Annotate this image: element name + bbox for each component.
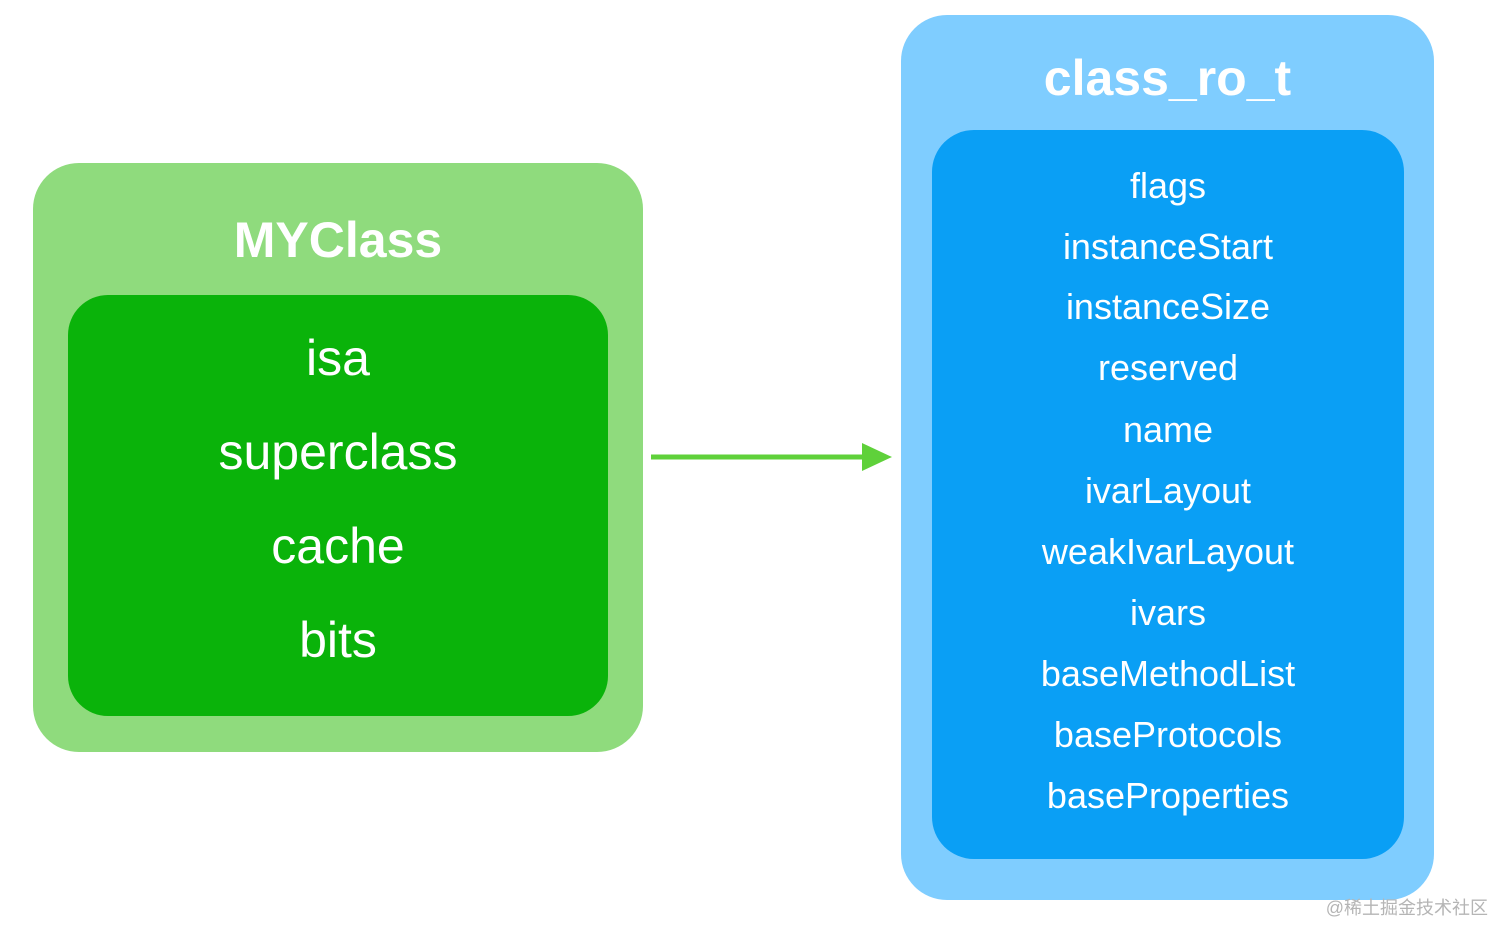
ro-field-base-protocols: baseProtocols — [1053, 714, 1283, 755]
ro-field-base-properties: baseProperties — [1046, 775, 1290, 816]
ro-field-ivar-layout: ivarLayout — [1084, 470, 1252, 511]
arrow-head — [862, 443, 892, 471]
class-ro-t-box: class_ro_t flags instanceStart instanceS… — [901, 15, 1434, 900]
myclass-field-superclass: superclass — [218, 424, 458, 480]
ro-field-ivars: ivars — [1129, 592, 1206, 633]
ro-field-instance-size: instanceSize — [1065, 286, 1271, 327]
ro-field-name: name — [1122, 409, 1214, 450]
myclass-title: MYClass — [233, 212, 443, 268]
ro-field-weak-ivar-layout: weakIvarLayout — [1041, 531, 1295, 572]
ro-field-base-method-list: baseMethodList — [1040, 653, 1296, 694]
ro-field-reserved: reserved — [1097, 347, 1239, 388]
myclass-field-cache: cache — [271, 518, 405, 574]
ro-field-flags: flags — [1129, 165, 1207, 206]
myclass-field-bits: bits — [299, 612, 377, 668]
myclass-field-isa: isa — [306, 330, 370, 386]
watermark-text: @稀土掘金技术社区 — [1325, 898, 1488, 918]
class-ro-t-fields-panel: flags instanceStart instanceSize reserve… — [932, 130, 1404, 859]
myclass-box: MYClass isa superclass cache bits — [33, 163, 643, 752]
class-ro-t-title: class_ro_t — [1043, 50, 1292, 106]
myclass-fields-panel: isa superclass cache bits — [68, 295, 608, 716]
ro-field-instance-start: instanceStart — [1062, 226, 1274, 267]
